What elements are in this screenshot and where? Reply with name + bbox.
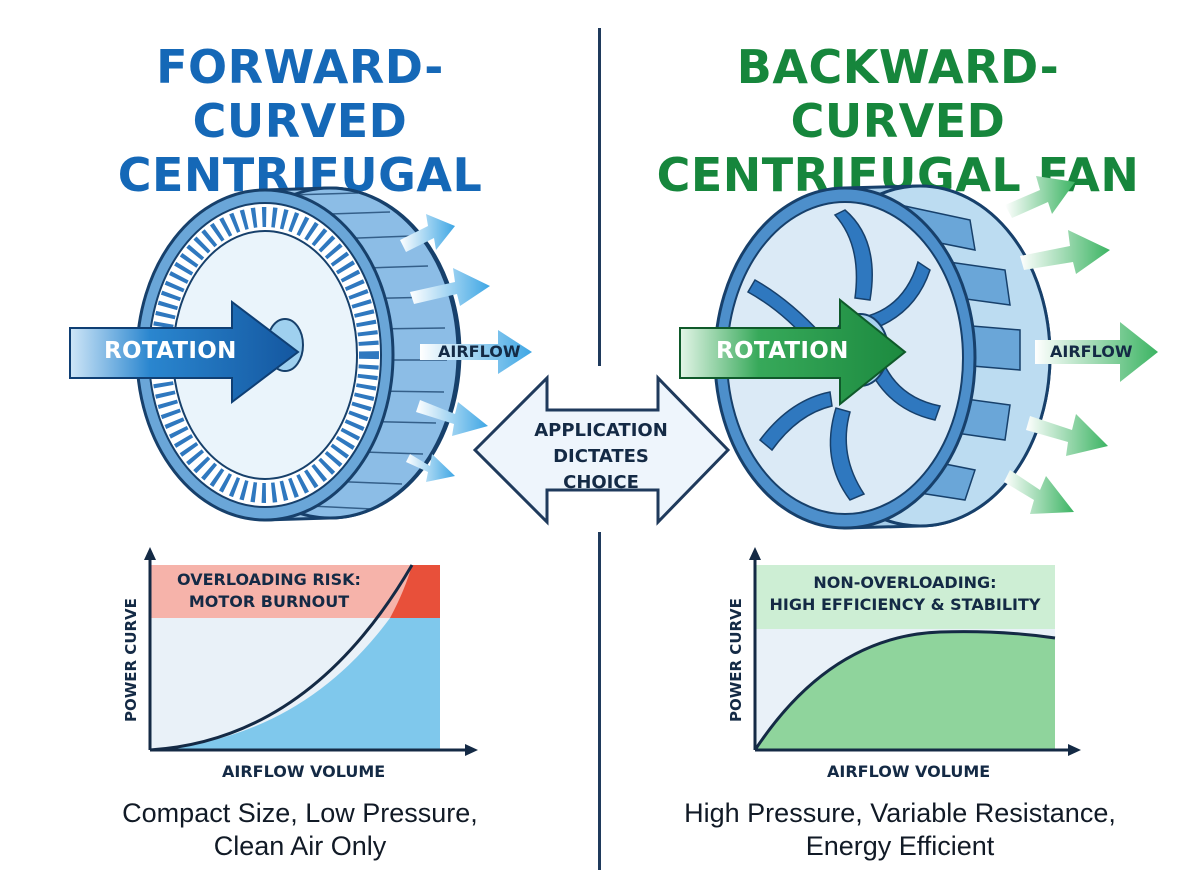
- center-divider-top: [598, 28, 601, 366]
- left-x-axis-label: AIRFLOW VOLUME: [222, 762, 386, 781]
- left-y-axis-label: POWER CURVE: [122, 598, 140, 722]
- left-power-fill: [150, 618, 440, 750]
- left-chart-title: OVERLOADING RISK: MOTOR BURNOUT: [150, 569, 388, 613]
- left-airflow-arrows: [400, 214, 532, 482]
- right-power-chart: [749, 547, 1081, 756]
- left-danger-zone: [150, 565, 440, 618]
- left-rotation-arrow: [69, 299, 300, 405]
- left-caption: Compact Size, Low Pressure, Clean Air On…: [70, 797, 530, 863]
- left-power-chart: [144, 547, 478, 756]
- right-caption-line2: Energy Efficient: [805, 831, 995, 861]
- backward-curved-title: BACKWARD-CURVED CENTRIFUGAL FAN: [648, 40, 1148, 202]
- left-caption-line2: Clean Air Only: [213, 831, 387, 861]
- left-power-curve: [149, 564, 414, 752]
- center-label-line2: DICTATES: [553, 446, 649, 467]
- right-rotation-label: ROTATION: [716, 338, 849, 364]
- backward-title-line1: BACKWARD-CURVED: [736, 40, 1060, 148]
- left-chart-title-line2: MOTOR BURNOUT: [188, 592, 350, 611]
- left-caption-line1: Compact Size, Low Pressure,: [122, 798, 478, 828]
- right-power-curve: [753, 630, 1056, 751]
- center-label-line3: CHOICE: [563, 472, 639, 493]
- forward-title-line1: FORWARD-CURVED: [156, 40, 444, 148]
- center-divider-bottom: [598, 532, 601, 870]
- right-caption: High Pressure, Variable Resistance, Ener…: [650, 797, 1150, 863]
- right-chart-title-line2: HIGH EFFICIENCY & STABILITY: [769, 595, 1041, 614]
- center-label-line1: APPLICATION: [534, 420, 668, 441]
- right-chart-title-line1: NON-OVERLOADING:: [813, 573, 997, 592]
- right-x-axis-label: AIRFLOW VOLUME: [827, 762, 991, 781]
- center-double-arrow: [472, 374, 731, 526]
- center-choice-label: APPLICATION DICTATES CHOICE: [515, 418, 687, 496]
- left-rotation-label: ROTATION: [104, 338, 237, 364]
- left-airflow-label: AIRFLOW: [438, 342, 521, 361]
- right-airflow-label: AIRFLOW: [1050, 342, 1133, 361]
- right-chart-title: NON-OVERLOADING: HIGH EFFICIENCY & STABI…: [755, 572, 1055, 616]
- right-caption-line1: High Pressure, Variable Resistance,: [684, 798, 1116, 828]
- right-safe-band: [755, 565, 1055, 629]
- right-rotation-arrow: [679, 297, 907, 407]
- right-power-fill: [755, 631, 1055, 750]
- left-chart-title-line1: OVERLOADING RISK:: [177, 570, 361, 589]
- right-airflow-arrows: [1004, 176, 1158, 514]
- left-danger-peak: [390, 565, 440, 618]
- right-y-axis-label: POWER CURVE: [727, 598, 745, 722]
